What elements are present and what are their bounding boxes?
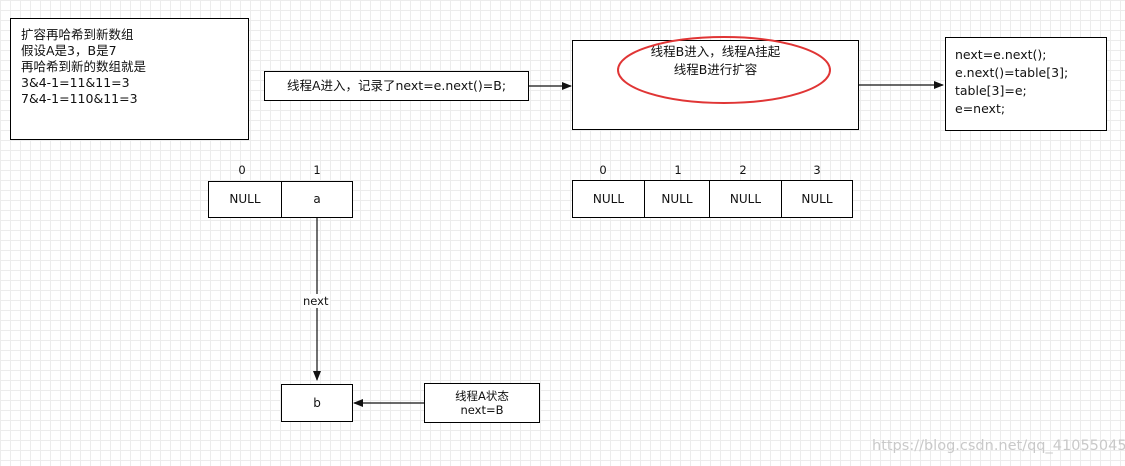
- threadA-state-box: 线程A状态 next=B: [424, 383, 540, 423]
- new-array-index: 3: [813, 163, 821, 177]
- code-line: e.next()=table[3];: [955, 65, 1069, 80]
- new-array-index: 0: [599, 163, 607, 177]
- next-edge-label: next: [301, 294, 331, 308]
- threadB-line-1: 线程B进入，线程A挂起: [650, 44, 781, 59]
- node-b: b: [281, 384, 353, 422]
- threadA-box: 线程A进入，记录了next=e.next()=B;: [264, 71, 529, 101]
- note-line: 假设A是3，B是7: [21, 43, 117, 58]
- code-line: next=e.next();: [955, 47, 1047, 62]
- new-array-index: 1: [674, 163, 682, 177]
- new-array-index: 2: [739, 163, 747, 177]
- new-array-cell: NULL: [572, 180, 645, 218]
- old-array-index: 1: [313, 163, 321, 177]
- rehash-note-box: 扩容再哈希到新数组 假设A是3，B是7 再哈希到新的数组就是 3&4-1=11&…: [10, 18, 249, 140]
- new-array-cell: NULL: [709, 180, 782, 218]
- new-array-cell: NULL: [781, 180, 853, 218]
- note-line: 7&4-1=110&11=3: [21, 91, 138, 106]
- watermark: https://blog.csdn.net/qq_41055045: [872, 438, 1125, 454]
- old-array-cell: NULL: [208, 181, 282, 218]
- state-line-2: next=B: [460, 403, 504, 417]
- note-line: 3&4-1=11&11=3: [21, 75, 130, 90]
- code-line: table[3]=e;: [955, 83, 1027, 98]
- threadB-line-2: 线程B进行扩容: [673, 62, 758, 77]
- threadB-box: 线程B进入，线程A挂起 线程B进行扩容: [572, 40, 859, 130]
- code-line: e=next;: [955, 101, 1006, 116]
- old-array-index: 0: [238, 163, 246, 177]
- code-box: next=e.next(); e.next()=table[3]; table[…: [945, 37, 1107, 131]
- new-array-cell: NULL: [644, 180, 710, 218]
- note-line: 扩容再哈希到新数组: [21, 27, 134, 42]
- note-line: 再哈希到新的数组就是: [21, 59, 147, 74]
- old-array-cell: a: [281, 181, 353, 218]
- state-line-1: 线程A状态: [455, 389, 509, 403]
